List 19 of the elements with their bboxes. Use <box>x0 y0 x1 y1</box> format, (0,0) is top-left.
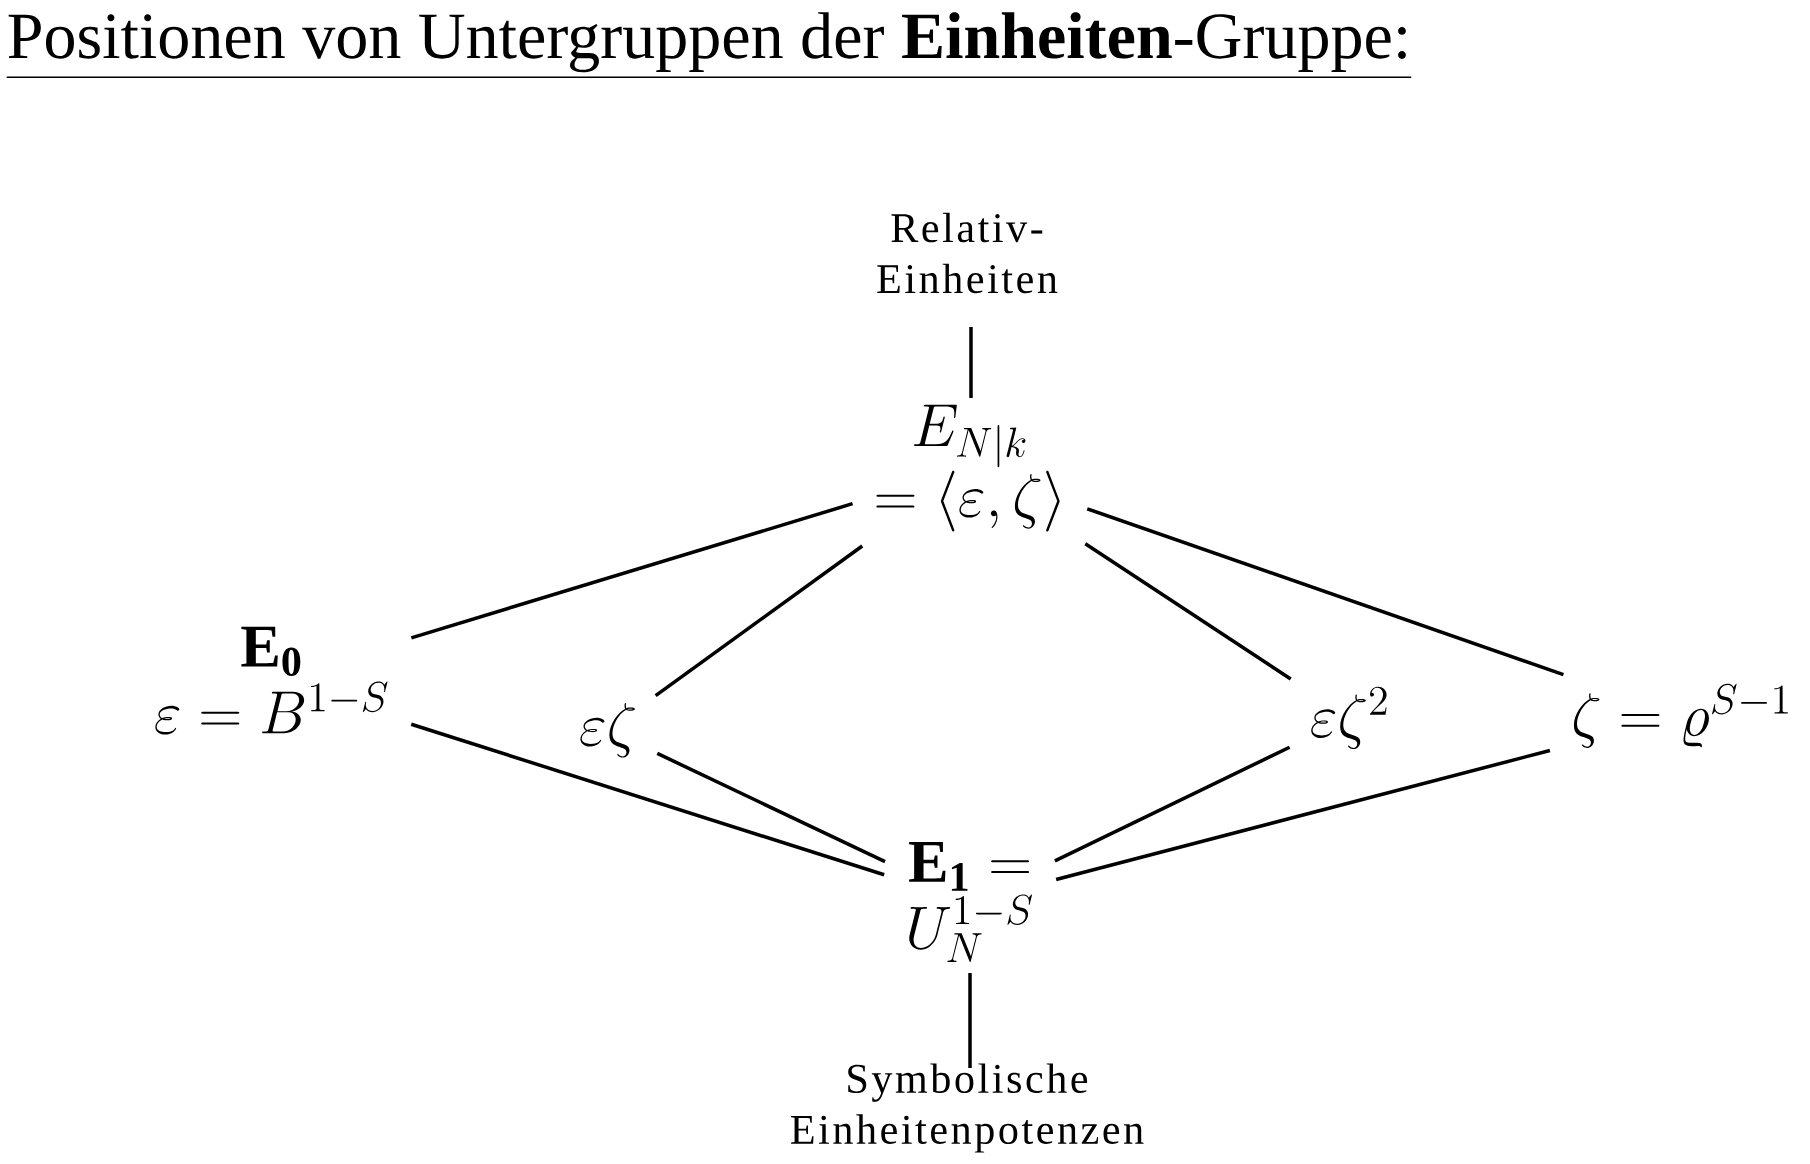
connector-line <box>656 751 886 864</box>
connector-line <box>410 722 885 877</box>
connector-line <box>1055 748 1551 882</box>
connector-line <box>654 544 864 697</box>
connector-line <box>1086 507 1564 677</box>
subgroup-formula: $\varepsilon\zeta$ <box>580 702 635 758</box>
connector-line <box>410 502 854 640</box>
connector-line <box>968 973 972 1068</box>
annotation-text: Relativ- Einheiten <box>877 212 1058 294</box>
subgroup-formula: $\mathbf{E_0}$ $\varepsilon = B^{1-S}$ <box>155 626 388 735</box>
connector-line <box>969 327 973 398</box>
connector-line <box>1054 745 1291 863</box>
subgroup-formula: $\varepsilon\zeta^2$ <box>1311 686 1387 750</box>
subgroup-formula: $\mathbf{E_1} =$ $U_N^{1-S}$ <box>909 841 1033 963</box>
annotation-text: Symbolische Einheitenpotenzen <box>791 1063 1144 1153</box>
subgroup-formula: $\zeta = \varrho^{S-1}$ <box>1573 683 1788 748</box>
connector-line <box>1084 542 1292 681</box>
title: Positionen von Untergruppen der Einheiten-Gruppe: <box>6 12 1412 78</box>
subgroup-formula: $E_{N|k}$ $= \langle\varepsilon,\zeta\rangle$ <box>876 404 1060 532</box>
